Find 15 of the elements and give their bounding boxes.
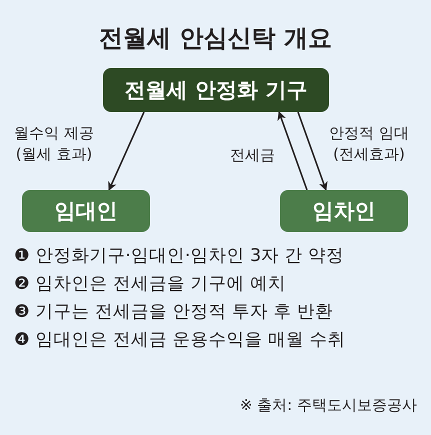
title: 전월세 안심신탁 개요 — [98, 23, 333, 54]
numbered-note: ❹ 임대인은 전세금 운용수익을 매월 수취 — [14, 329, 346, 351]
node-label: 임대인 — [54, 198, 118, 225]
arrow — [108, 112, 145, 191]
process-box — [22, 190, 150, 232]
source-note: ※ 출처: 주택도시보증공사 — [240, 396, 417, 415]
numbered-note: ❷ 임차인은 전세금을 기구에 예치 — [14, 273, 286, 295]
node-label: 전월세 안정화 기구 — [124, 77, 308, 104]
process-box — [280, 190, 408, 232]
process-box — [103, 68, 329, 112]
arrow — [297, 112, 328, 191]
numbered-note: ❶ 안정화기구·임대인·임차인 3자 간 약정 — [14, 245, 344, 267]
arrow — [278, 111, 308, 190]
node-label: 임차인 — [312, 198, 376, 225]
numbered-note: ❸ 기구는 전세금을 안정적 투자 후 반환 — [14, 301, 334, 323]
